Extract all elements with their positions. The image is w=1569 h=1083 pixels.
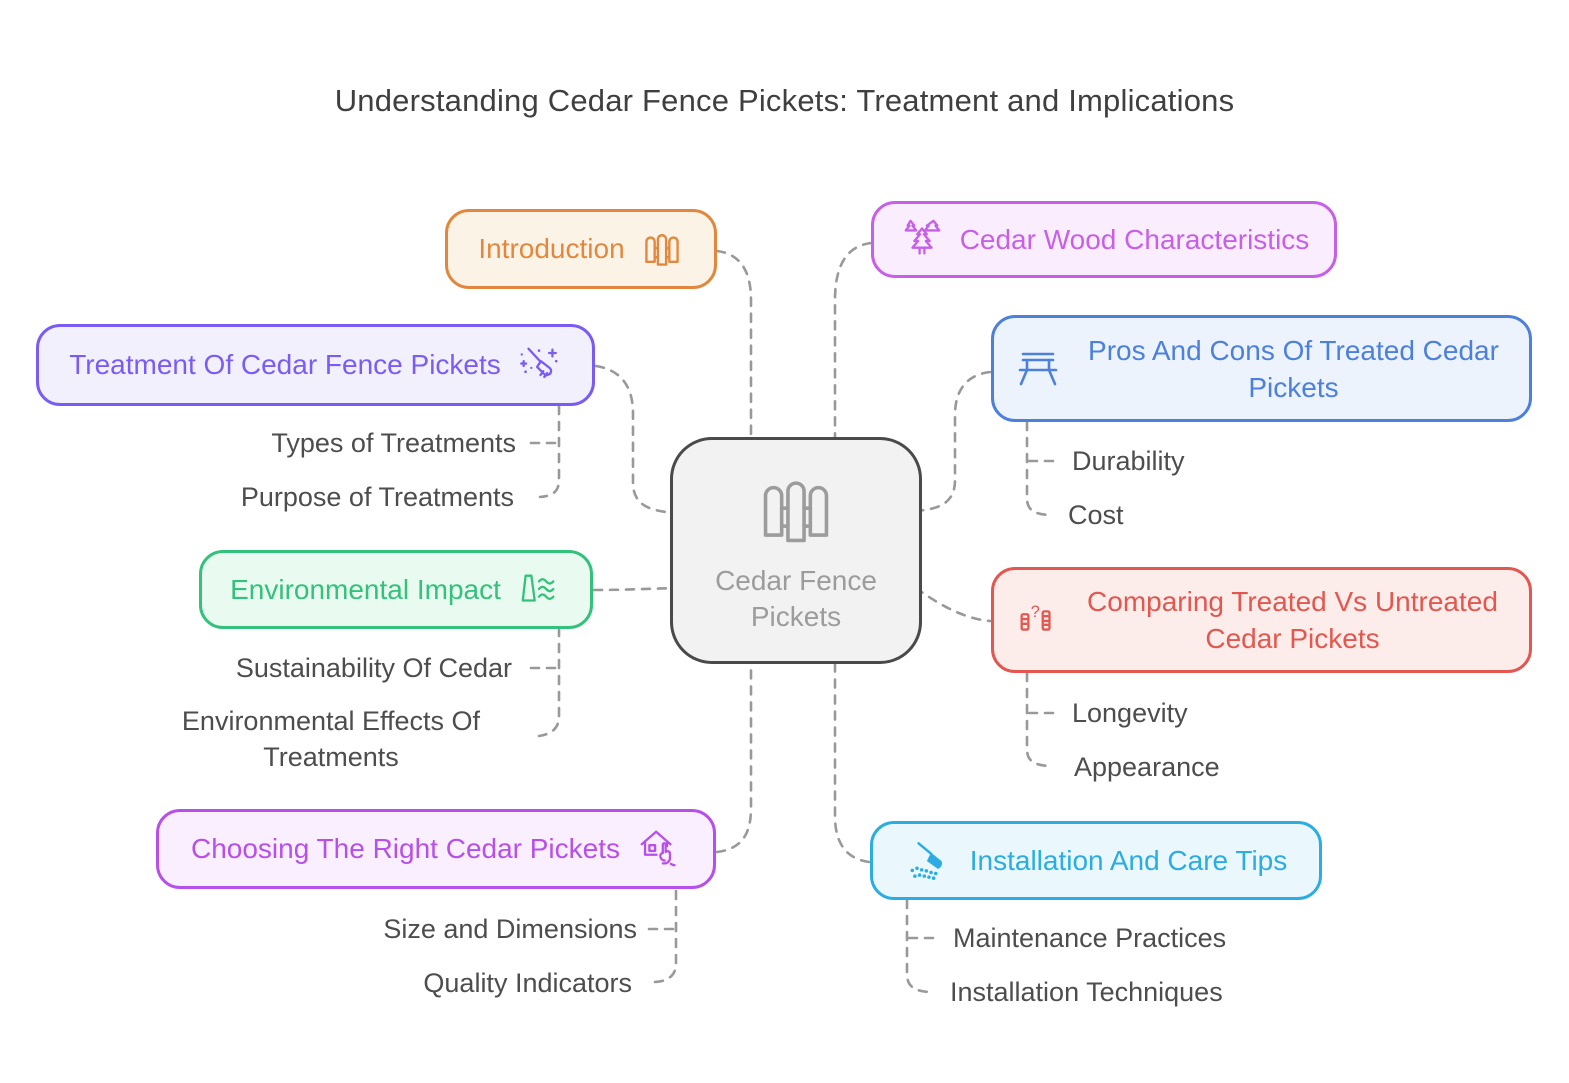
bench-icon	[1018, 352, 1058, 385]
subtopic-types-of-treatments: Types of Treatments	[271, 428, 516, 458]
subtopic-appearance: Appearance	[1074, 752, 1220, 782]
topic-label: Choosing The Right Cedar Pickets	[190, 833, 621, 864]
connector-installation-children	[905, 898, 931, 994]
subtopic-maintenance-practices: Maintenance Practices	[953, 923, 1227, 953]
connector-environmental-children	[537, 626, 561, 738]
connector-introduction	[715, 249, 753, 445]
diagram-title: Understanding Cedar Fence Pickets: Treat…	[334, 83, 1235, 118]
subtopic-environmental-effects: Environmental Effects Of Treatments	[181, 706, 481, 772]
connector-pros-cons	[914, 370, 992, 513]
connector-cedar-wood	[833, 241, 873, 445]
pine-trees-icon	[904, 219, 941, 255]
compare-pickets-icon: ?	[1020, 603, 1051, 631]
connector-installation	[833, 656, 871, 864]
connector-comparing-children	[1025, 671, 1051, 768]
fence-icon	[763, 480, 829, 542]
topic-label: Treatment Of Cedar Fence Pickets	[69, 349, 501, 380]
topic-treatment: Treatment Of Cedar Fence Pickets	[36, 324, 595, 406]
connector-environmental	[592, 586, 678, 592]
subtopic-purpose-of-treatments: Purpose of Treatments	[240, 482, 514, 512]
central-node-label: Cedar Fence Pickets	[715, 564, 877, 632]
topic-label: Environmental Impact	[230, 573, 501, 605]
subtopic-installation-techniques: Installation Techniques	[950, 977, 1223, 1007]
subtopic-quality-indicators: Quality Indicators	[423, 968, 632, 998]
topic-label: Comparing Treated Vs Untreated Cedar Pic…	[1087, 586, 1498, 654]
topic-cedar-wood-characteristics: Cedar Wood Characteristics	[871, 201, 1337, 278]
fence-icon	[644, 234, 679, 266]
topic-label: Pros And Cons Of Treated Cedar Pickets	[1088, 334, 1499, 403]
svg-text:?: ?	[1031, 603, 1040, 621]
topic-label: Installation And Care Tips	[969, 844, 1288, 876]
connector-treatment-children	[538, 404, 561, 499]
subtopic-cost: Cost	[1068, 500, 1124, 530]
subtopic-durability: Durability	[1072, 446, 1185, 476]
topic-installation: Installation And Care Tips	[870, 821, 1322, 900]
connector-choosing-children	[653, 889, 678, 984]
magic-broom-icon	[519, 347, 558, 379]
connector-pros-children	[1025, 420, 1051, 517]
subtopic-size-and-dimensions: Size and Dimensions	[383, 914, 637, 944]
sweeping-broom-icon	[910, 841, 942, 880]
topic-introduction: Introduction	[445, 209, 717, 289]
subtopic-longevity: Longevity	[1072, 698, 1188, 728]
subtopic-sustainability-of-cedar: Sustainability Of Cedar	[235, 653, 512, 683]
topic-comparing: ? Comparing Treated Vs Untreated Cedar P…	[991, 567, 1532, 673]
connector-treatment	[594, 364, 678, 515]
house-pointer-icon	[640, 830, 676, 867]
topic-label: Cedar Wood Characteristics	[959, 223, 1310, 255]
dam-waves-icon	[521, 574, 555, 602]
topic-choosing: Choosing The Right Cedar Pickets	[156, 809, 716, 889]
topic-environmental-impact: Environmental Impact	[199, 550, 593, 629]
central-node: Cedar Fence Pickets	[670, 437, 922, 664]
topic-label: Introduction	[478, 233, 625, 264]
connector-choosing	[715, 656, 753, 854]
connector-comparing	[914, 586, 992, 623]
topic-pros-cons: Pros And Cons Of Treated Cedar Pickets	[991, 315, 1532, 422]
